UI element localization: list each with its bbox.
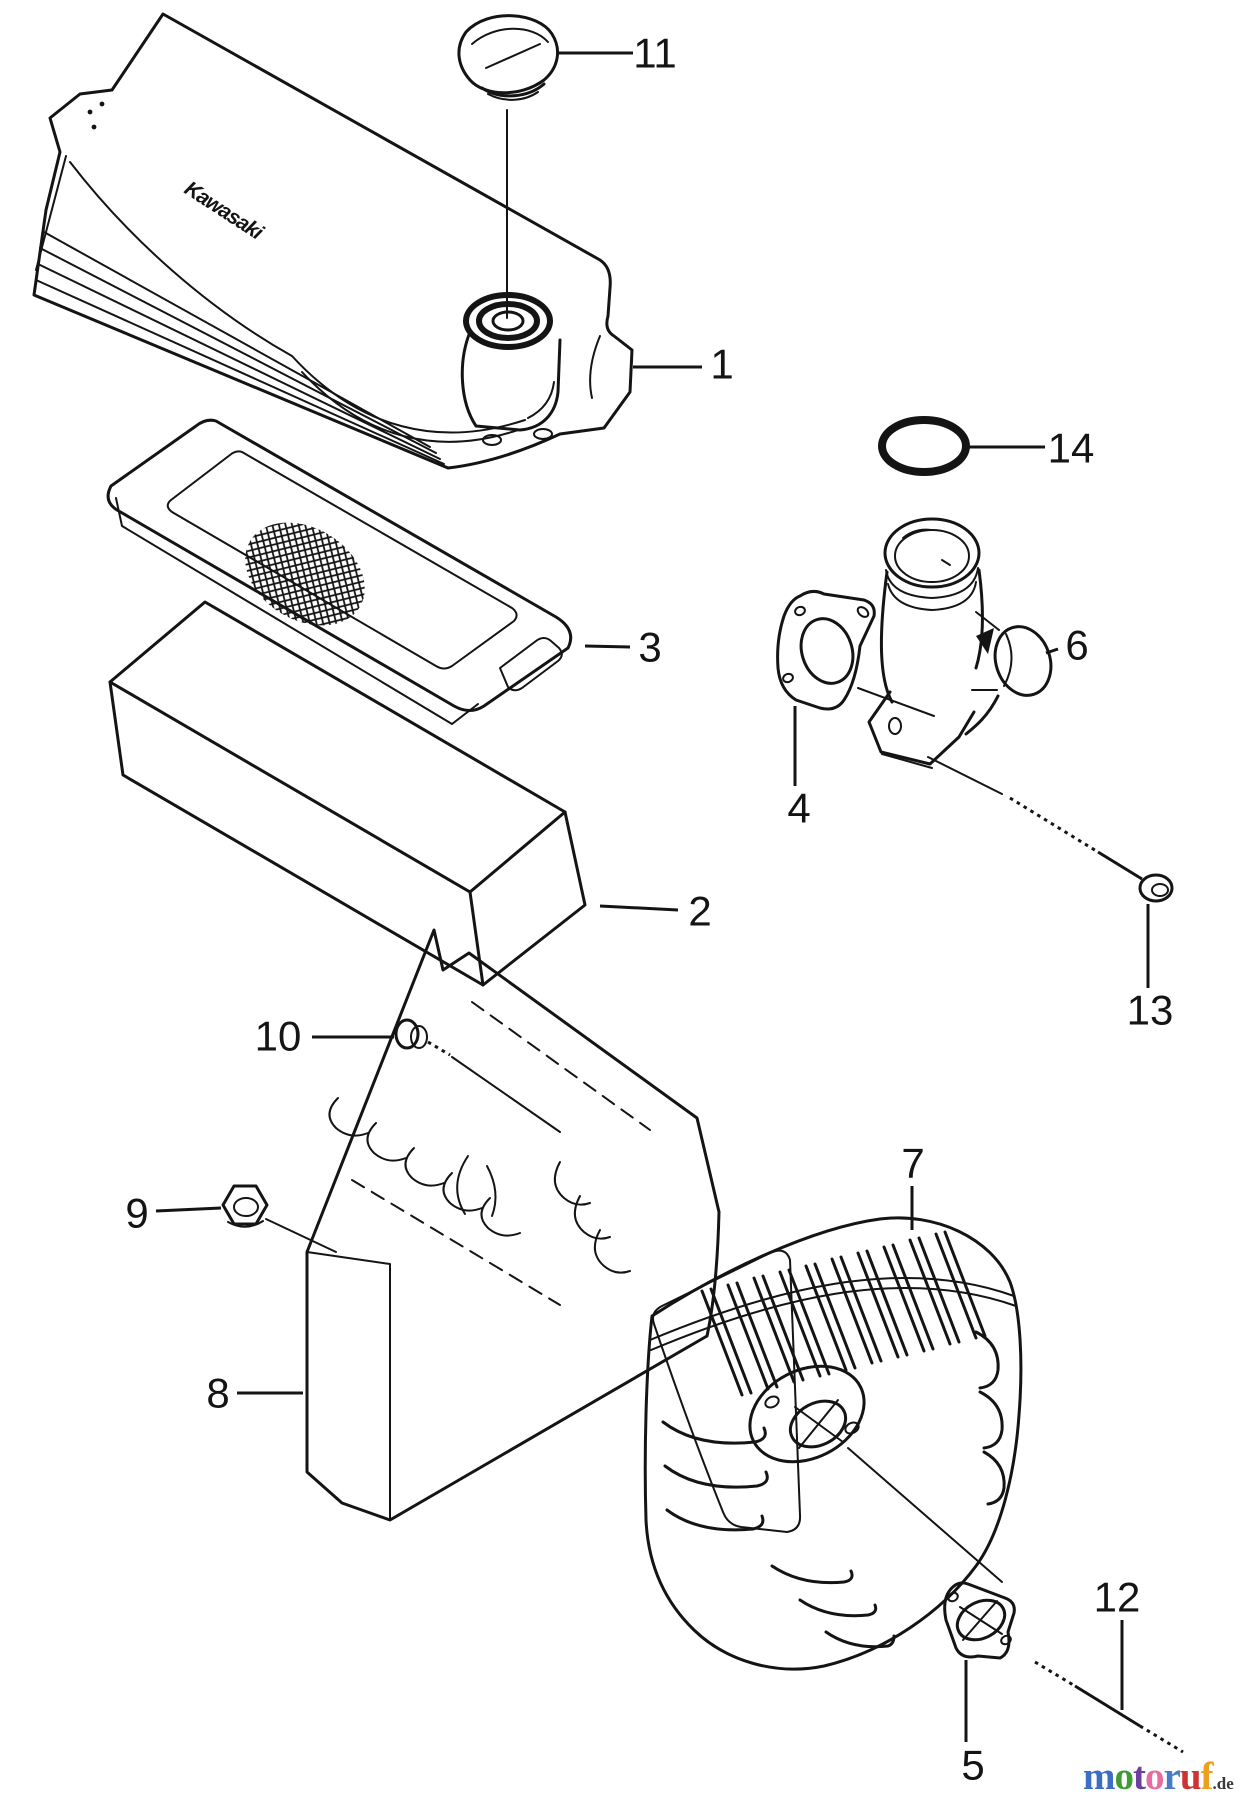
callout-2: 2 xyxy=(688,888,711,935)
callouts: 1 2 3 4 5 6 7 8 9 10 11 12 13 14 xyxy=(125,30,1173,1789)
callout-9: 9 xyxy=(125,1190,148,1237)
callout-14: 14 xyxy=(1048,425,1095,472)
watermark-letter: t xyxy=(1133,1755,1146,1798)
watermark-suffix: .de xyxy=(1213,1774,1235,1793)
kawasaki-logo: Kawasaki xyxy=(180,177,268,245)
watermark-letter: o xyxy=(1145,1755,1164,1798)
watermark-letter: f xyxy=(1201,1755,1215,1798)
callout-7: 7 xyxy=(901,1140,924,1187)
muffler-cover xyxy=(305,928,721,1522)
callout-8: 8 xyxy=(206,1370,229,1417)
wing-knob xyxy=(457,14,560,319)
muffler xyxy=(643,1216,1023,1671)
paper-filter-element xyxy=(106,418,573,725)
foam-filter-element xyxy=(108,600,587,987)
intake-elbow xyxy=(867,517,1053,795)
callout-5: 5 xyxy=(961,1742,984,1789)
callout-11: 11 xyxy=(633,30,677,77)
callout-6: 6 xyxy=(1065,622,1088,669)
callout-12: 12 xyxy=(1094,1574,1141,1621)
elbow-gasket xyxy=(776,589,935,717)
watermark-letter: u xyxy=(1180,1755,1201,1798)
flange-nut xyxy=(221,1184,337,1253)
callout-1: 1 xyxy=(710,341,733,388)
callout-4: 4 xyxy=(787,785,810,832)
callout-10: 10 xyxy=(255,1013,302,1060)
exhaust-stud xyxy=(1034,1660,1184,1754)
elbow-bolt xyxy=(1009,796,1174,903)
callout-13: 13 xyxy=(1127,987,1174,1034)
leader-lines xyxy=(155,51,1150,1742)
watermark-letter: m xyxy=(1083,1755,1115,1798)
watermark: motoruf.de xyxy=(1083,1755,1234,1798)
watermark-letter: r xyxy=(1164,1755,1181,1798)
o-ring xyxy=(878,416,970,476)
cover-bolt xyxy=(394,1018,561,1133)
exhaust-gasket xyxy=(943,1581,1016,1660)
watermark-letter: o xyxy=(1115,1755,1134,1798)
callout-3: 3 xyxy=(638,624,661,671)
